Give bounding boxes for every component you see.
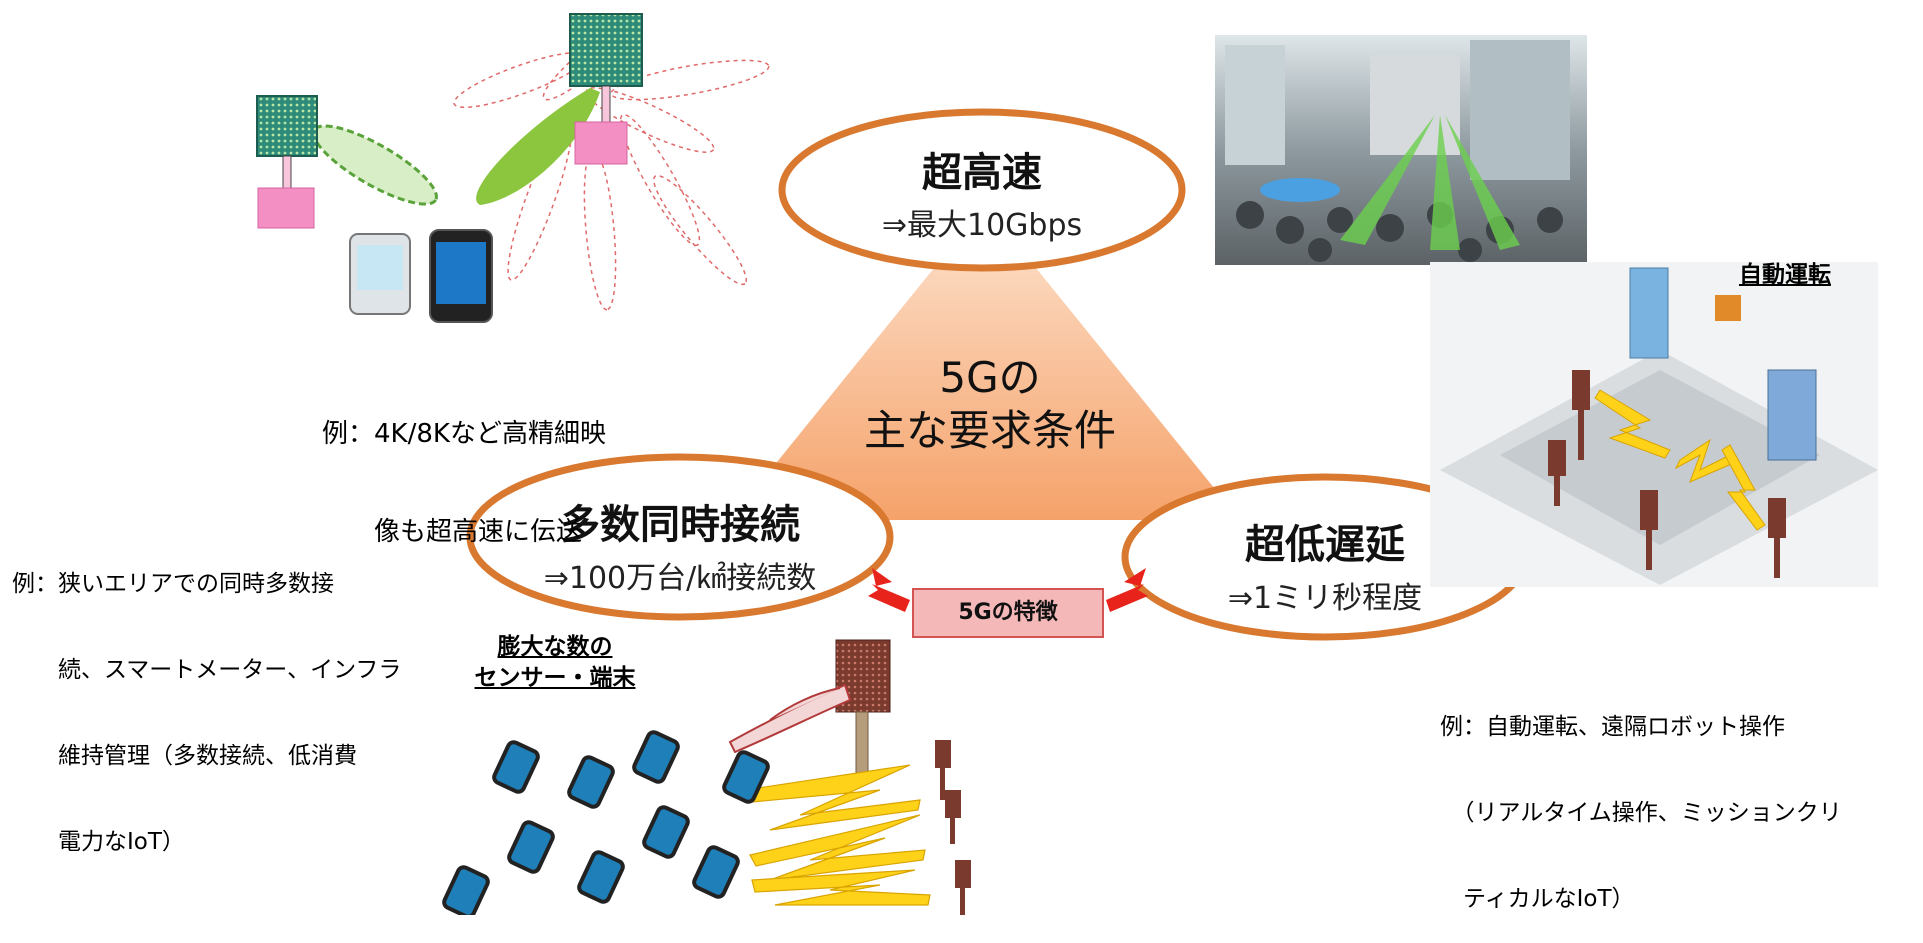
beamforming-illustration	[256, 13, 770, 323]
latency-example-line: ティカルなIoT）	[1440, 886, 1635, 912]
connections-title: 多数同時接続	[560, 502, 800, 548]
latency-title: 超低遅延	[1245, 522, 1405, 568]
sensors-label: 膨大な数の センサー・端末	[440, 632, 670, 694]
connections-subtitle: ⇒100万台/㎢接続数	[543, 561, 817, 596]
latency-subtitle: ⇒1ミリ秒程度	[1227, 581, 1423, 616]
bandwidth-subtitle: ⇒最大10Gbps	[881, 208, 1083, 243]
connections-example-line: 続、スマートメーター、インフラ	[12, 656, 402, 683]
latency-example: 例：自動運転、遠隔ロボット操作 （リアルタイム操作、ミッションクリ ティカルなI…	[1440, 655, 1842, 943]
features-badge: 5Gの特徴	[912, 588, 1104, 638]
center-title: 5Gの 主な要求条件	[790, 352, 1190, 457]
crowd-photo	[1215, 35, 1587, 265]
bandwidth-title: 超高速	[922, 150, 1042, 196]
latency-example-line: 例：自動運転、遠隔ロボット操作	[1440, 713, 1785, 740]
sensor-terminals	[442, 639, 971, 915]
bandwidth-example-line: 例：4K/8Kなど高精細映	[322, 419, 606, 449]
badge-arrows	[868, 568, 1148, 612]
bandwidth-example: 例：4K/8Kなど高精細映 像も超高速に伝送	[322, 353, 606, 581]
connections-oval	[466, 453, 894, 621]
bandwidth-oval	[778, 108, 1186, 272]
center-title-line1: 5Gの	[939, 353, 1041, 402]
sensors-label-line2: センサー・端末	[474, 665, 636, 692]
diagram-artwork	[256, 13, 1878, 915]
connections-example: 例：狭いエリアでの同時多数接 続、スマートメーター、インフラ 維持管理（多数接続…	[12, 512, 401, 886]
sensors-label-line1: 膨大な数の	[497, 634, 613, 660]
latency-example-line: （リアルタイム操作、ミッションクリ	[1440, 799, 1842, 826]
autonomous-driving-label: 自動運転	[1739, 262, 1831, 288]
city-illustration	[1430, 262, 1878, 587]
connections-example-line: 維持管理（多数接続、低消費	[12, 743, 357, 769]
requirements-triangle	[730, 205, 1240, 520]
connections-example-line: 例：狭いエリアでの同時多数接	[12, 570, 334, 597]
bandwidth-example-line: 像も超高速に伝送	[322, 516, 583, 547]
center-title-line2: 主な要求条件	[863, 405, 1116, 455]
connections-example-line: 電力なIoT）	[12, 829, 185, 856]
